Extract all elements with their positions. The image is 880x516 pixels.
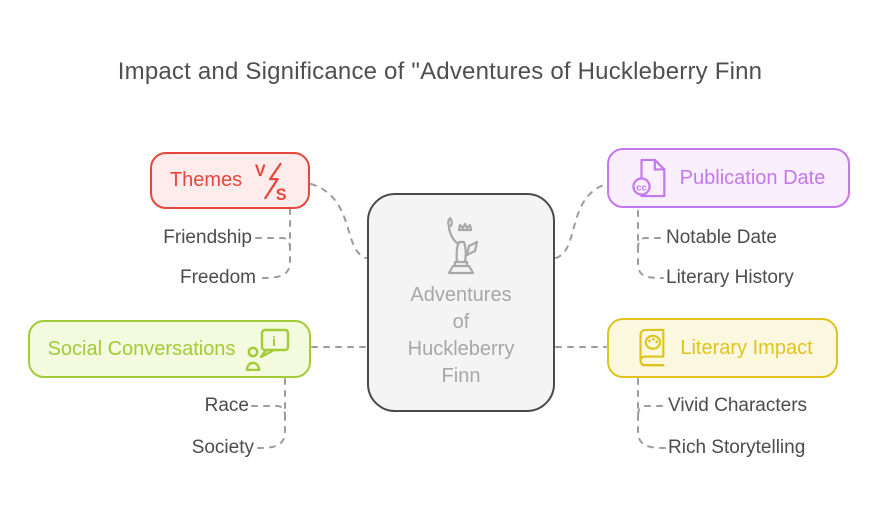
connector-publication-trunk [637, 210, 664, 279]
sub-item-freedom: Freedom [179, 267, 256, 288]
connector-race-branch [251, 405, 286, 417]
connector-center-to-publication [555, 183, 607, 259]
central-node-adventures-of-huckleberry-finn[interactable]: Adventures of Huckleberry Finn [367, 193, 555, 412]
connector-social-trunk [257, 378, 286, 449]
sub-item-society: Society [191, 437, 254, 458]
connector-notable-branch [637, 237, 661, 249]
sub-item-race: Race [204, 395, 249, 416]
page-title: Impact and Significance of "Adventures o… [117, 58, 763, 85]
sub-item-notable-date: Notable Date [666, 227, 777, 248]
connector-friendship-branch [255, 237, 291, 249]
document-cc-icon: cc [632, 158, 666, 198]
connector-themes-trunk [260, 208, 291, 279]
person-info-chat-icon: i [246, 328, 290, 371]
central-node-label: Adventures of Huckleberry Finn [407, 283, 515, 387]
branch-node-publication-label: Publication Date [679, 166, 826, 189]
branch-node-literary-label: Literary Impact [680, 336, 813, 359]
sub-item-rich-storytelling: Rich Storytelling [668, 437, 806, 458]
svg-text:S: S [276, 186, 287, 202]
branch-node-social-label: Social Conversations [47, 337, 236, 360]
svg-text:V: V [255, 162, 266, 180]
branch-node-themes-label: Themes [169, 169, 243, 191]
sub-item-vivid-characters: Vivid Characters [668, 395, 808, 416]
book-palette-icon [639, 328, 665, 367]
statue-of-liberty-icon [447, 216, 479, 274]
connector-themes-to-center [310, 183, 367, 259]
sub-item-friendship: Friendship [163, 227, 252, 248]
svg-text:cc: cc [636, 182, 647, 193]
versus-icon: V S [255, 162, 287, 202]
branch-node-themes[interactable]: Themes V S [150, 152, 310, 209]
sub-item-literary-history: Literary History [666, 267, 794, 288]
branch-node-literary-impact[interactable]: Literary Impact [607, 318, 838, 378]
branch-node-social-conversations[interactable]: Social Conversations i [28, 320, 311, 378]
connector-literary-trunk [637, 378, 666, 449]
svg-text:i: i [272, 333, 276, 349]
branch-node-publication-date[interactable]: cc Publication Date [607, 148, 850, 208]
connector-vivid-branch [637, 405, 663, 417]
